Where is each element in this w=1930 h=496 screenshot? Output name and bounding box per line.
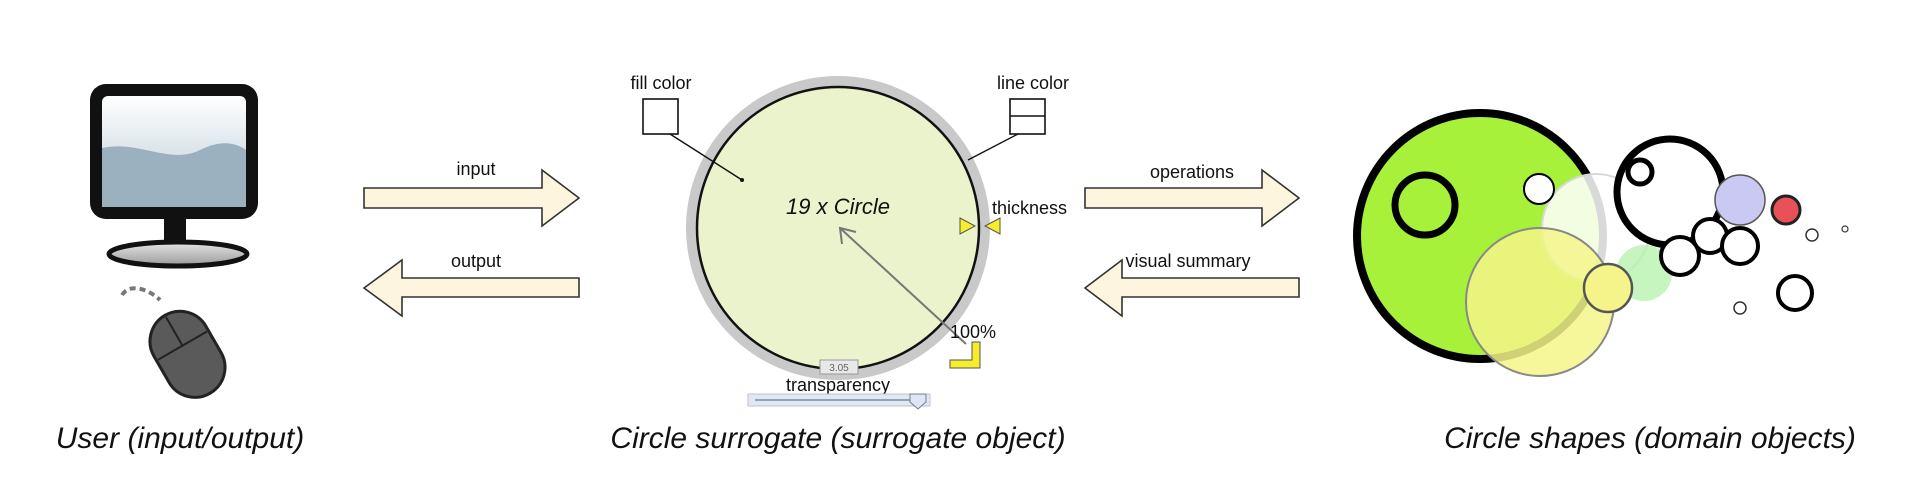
fill-color-label: fill color xyxy=(630,73,691,93)
visual-summary-arrow: visual summary xyxy=(1083,251,1300,318)
red-circle[interactable] xyxy=(1770,194,1802,226)
badge: 3.05 xyxy=(819,359,859,375)
visual-summary-label: visual summary xyxy=(1125,251,1250,271)
surrogate-caption: Circle surrogate (surrogate object) xyxy=(610,422,1065,455)
computer-icon xyxy=(90,84,258,269)
tiny-circle-a[interactable] xyxy=(1805,228,1819,242)
inner-ring-circle[interactable] xyxy=(1391,171,1459,239)
tiny-circle-b[interactable] xyxy=(1841,225,1849,233)
small-white-circle[interactable] xyxy=(1523,173,1555,205)
small-inner-ring-circle[interactable] xyxy=(1625,157,1655,187)
shapes-caption: Circle shapes (domain objects) xyxy=(1444,422,1856,455)
output-label: output xyxy=(451,251,501,271)
transparency-label: transparency xyxy=(786,375,890,395)
lavender-circle[interactable] xyxy=(1714,174,1766,226)
cluster-circle-b[interactable] xyxy=(1659,235,1701,277)
input-label: input xyxy=(456,159,495,179)
user-caption: User (input/output) xyxy=(56,422,304,455)
scale-arrow xyxy=(838,226,967,345)
medium-ring-circle[interactable] xyxy=(1776,274,1814,312)
domain-circles xyxy=(1353,109,1849,377)
output-arrow: output xyxy=(362,251,580,318)
scale-handle[interactable] xyxy=(949,341,981,369)
mouse-icon xyxy=(120,286,227,399)
transparency-slider[interactable] xyxy=(747,393,931,407)
fill-color-control[interactable] xyxy=(642,98,744,182)
thickness-handle[interactable] xyxy=(959,217,1001,235)
cluster-circle-c[interactable] xyxy=(1720,226,1760,266)
surrogate-center-label: 19 x Circle xyxy=(786,194,890,219)
surrogate-circle[interactable] xyxy=(686,76,990,380)
line-color-control[interactable] xyxy=(967,98,1046,161)
operations-label: operations xyxy=(1150,162,1234,182)
thickness-label: thickness xyxy=(992,198,1067,218)
operations-arrow: operations xyxy=(1084,162,1301,228)
input-arrow: input xyxy=(363,159,581,228)
transparency-slider-thumb[interactable] xyxy=(909,393,927,410)
scale-percentage-label: 100% xyxy=(950,322,996,342)
small-yellow-circle[interactable] xyxy=(1582,262,1634,314)
badge-text: 3.05 xyxy=(829,363,849,374)
tiny-circle-c[interactable] xyxy=(1733,301,1747,315)
line-color-label: line color xyxy=(997,73,1069,93)
